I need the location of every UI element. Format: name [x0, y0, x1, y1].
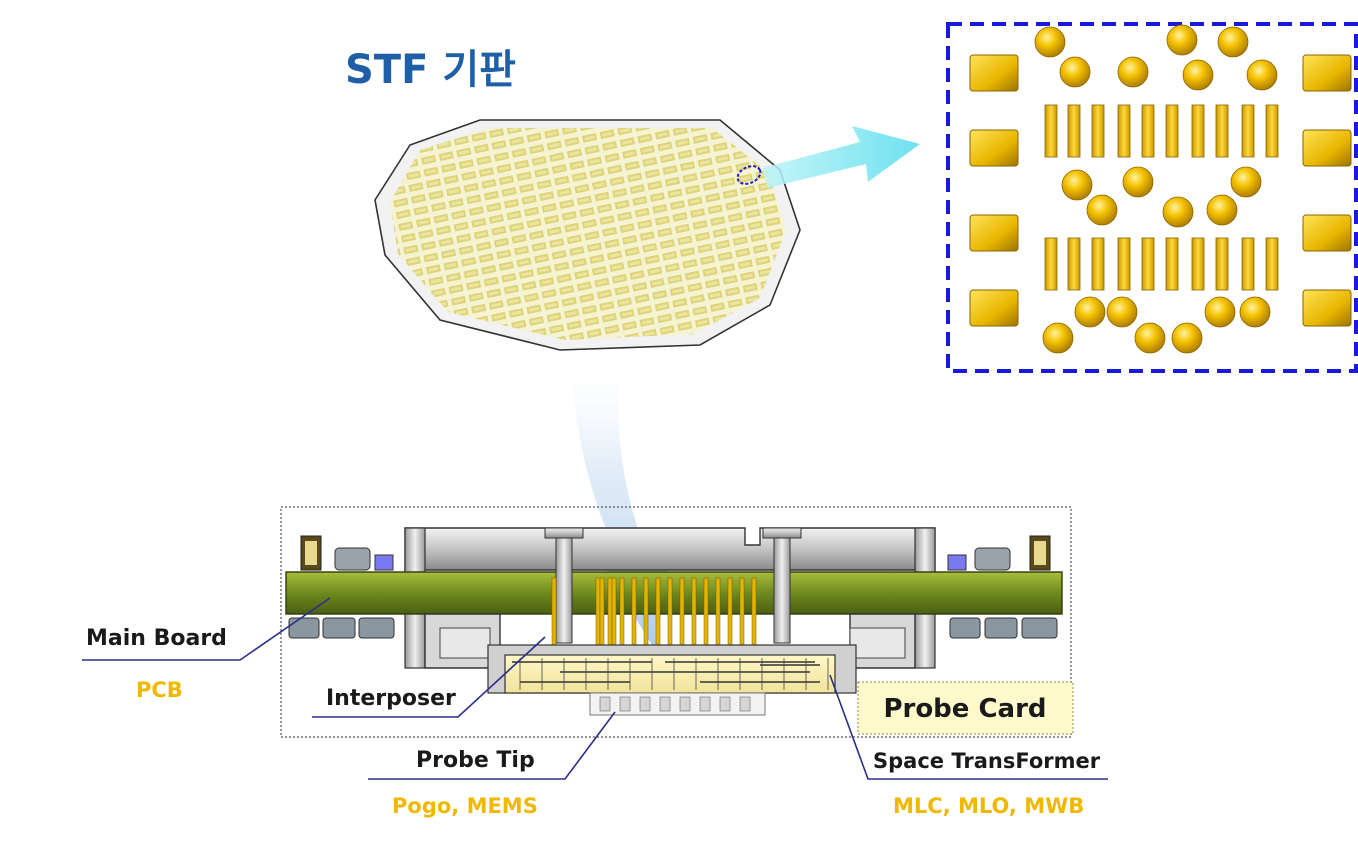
trace-bar	[1191, 104, 1205, 158]
pogo-pin	[551, 577, 557, 649]
title: STF 기판	[345, 47, 516, 93]
pogo-pin	[599, 577, 605, 649]
solder-ball	[1117, 56, 1149, 88]
right-components	[947, 535, 1058, 639]
solder-ball	[1239, 296, 1271, 328]
pogo-pin	[655, 577, 661, 649]
solder-ball	[1206, 194, 1238, 226]
solder-ball	[1122, 166, 1154, 198]
space-transformer	[487, 644, 857, 694]
probe-tip	[679, 696, 691, 712]
contact-pad	[969, 289, 1019, 327]
pogo-pin	[739, 577, 745, 649]
trace-bar	[1091, 104, 1105, 158]
pogo-pin	[631, 577, 637, 649]
trace-bar	[1165, 104, 1179, 158]
pogo-pin	[727, 577, 733, 649]
space-transformer-label: Space TransFormer	[873, 749, 1101, 773]
trace-bar	[1141, 104, 1155, 158]
probe-tip	[639, 696, 651, 712]
trace-bar	[1165, 237, 1179, 291]
mlc-label: MLC, MLO, MWB	[893, 794, 1084, 818]
trace-bar	[1067, 237, 1081, 291]
contact-pad	[1302, 214, 1352, 252]
pogo-mems-label: Pogo, MEMS	[392, 794, 538, 818]
pogo-pin	[703, 577, 709, 649]
trace-bar	[1265, 237, 1279, 291]
left-components	[288, 535, 395, 639]
interposer-label: Interposer	[326, 686, 456, 711]
trace-bar	[1241, 237, 1255, 291]
probe-tip	[739, 696, 751, 712]
contact-pad	[969, 214, 1019, 252]
probe-tip	[719, 696, 731, 712]
pogo-pin	[619, 577, 625, 649]
solder-ball	[1166, 24, 1198, 56]
contact-pad	[969, 129, 1019, 167]
trace-bar	[1067, 104, 1081, 158]
contact-pad	[969, 54, 1019, 92]
zoom-circuit	[969, 24, 1352, 354]
probe-tip	[619, 696, 631, 712]
trace-bar	[1117, 237, 1131, 291]
zoom-arrow	[762, 126, 920, 188]
pogo-pin	[679, 577, 685, 649]
trace-bar	[1241, 104, 1255, 158]
interposer-pins	[551, 577, 757, 649]
trace-bar	[1215, 104, 1229, 158]
probe-tip	[599, 696, 611, 712]
solder-ball	[1074, 296, 1106, 328]
contact-pad	[1302, 54, 1352, 92]
contact-pad	[1302, 289, 1352, 327]
wafer	[374, 119, 801, 351]
pcb-label: PCB	[136, 678, 183, 702]
solder-ball	[1230, 166, 1262, 198]
solder-ball	[1217, 26, 1249, 58]
pogo-pin	[611, 577, 617, 649]
probe-tip	[699, 696, 711, 712]
solder-ball	[1182, 59, 1214, 91]
solder-ball	[1171, 322, 1203, 354]
trace-bar	[1141, 237, 1155, 291]
trace-bar	[1044, 237, 1058, 291]
trace-bar	[1191, 237, 1205, 291]
pogo-pin	[607, 577, 613, 649]
solder-ball	[1246, 59, 1278, 91]
pogo-pin	[751, 577, 757, 649]
probe-card-label-box	[857, 681, 1074, 735]
solder-ball	[1162, 196, 1194, 228]
trace-bar	[1265, 104, 1279, 158]
solder-ball	[1059, 56, 1091, 88]
solder-ball	[1034, 26, 1066, 58]
probe-card-frame	[280, 506, 1072, 738]
solder-ball	[1061, 169, 1093, 201]
pogo-pin	[595, 577, 601, 649]
pogo-pin	[667, 577, 673, 649]
contact-pad	[1302, 129, 1352, 167]
trace-bar	[1215, 237, 1229, 291]
solder-ball	[1086, 194, 1118, 226]
pogo-pin	[691, 577, 697, 649]
solder-ball	[1134, 322, 1166, 354]
trace-bar	[1044, 104, 1058, 158]
pogo-pin	[715, 577, 721, 649]
pogo-pin	[643, 577, 649, 649]
bolts	[544, 527, 802, 644]
probe-tip-label: Probe Tip	[416, 748, 535, 773]
solder-ball	[1204, 296, 1236, 328]
main-board	[285, 571, 1063, 615]
solder-ball	[1042, 322, 1074, 354]
trace-bar	[1117, 104, 1131, 158]
trace-bar	[1091, 237, 1105, 291]
main-board-label: Main Board	[86, 626, 227, 651]
leader-lines	[82, 597, 1108, 780]
probe-card-label: Probe Card	[883, 694, 1046, 724]
probe-tips	[589, 692, 766, 716]
probe-tip	[659, 696, 671, 712]
solder-ball	[1106, 296, 1138, 328]
